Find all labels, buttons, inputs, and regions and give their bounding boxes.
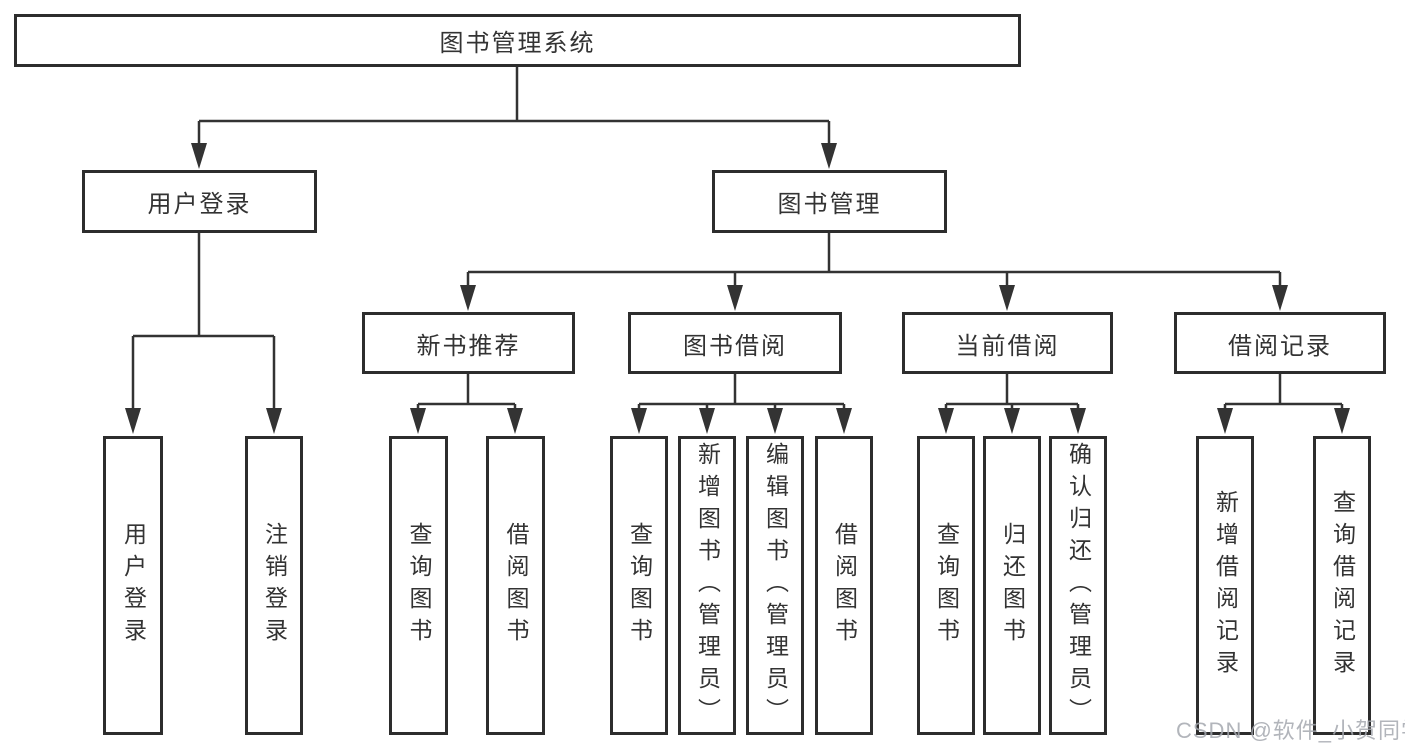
arrow-down-icon xyxy=(767,408,783,434)
edge-current-borrow-to-children xyxy=(938,374,1086,434)
arrow-down-icon xyxy=(410,408,426,434)
arrow-down-icon xyxy=(999,285,1015,311)
arrow-down-icon xyxy=(938,408,954,434)
node-book-borrowing: 图书借阅 xyxy=(628,312,842,374)
leaf-user-login: 用户登录 xyxy=(103,436,163,735)
leaf-borrow-books-borrow: 借阅图书 xyxy=(815,436,873,735)
arrow-down-icon xyxy=(1272,285,1288,311)
arrow-down-icon xyxy=(699,408,715,434)
arrow-down-icon xyxy=(1004,408,1020,434)
leaf-edit-books-admin: 编辑图书（管理员） xyxy=(746,436,804,735)
csdn-watermark: CSDN @软件_小贺同学 xyxy=(1176,718,1405,743)
arrow-down-icon xyxy=(460,285,476,311)
arrow-down-icon xyxy=(631,408,647,434)
leaf-query-books-newbook: 查询图书 xyxy=(389,436,448,735)
leaf-query-borrow-record: 查询借阅记录 xyxy=(1313,436,1371,735)
edge-borrow-records-to-children xyxy=(1217,374,1350,434)
arrow-down-icon xyxy=(266,408,282,434)
leaf-logout: 注销登录 xyxy=(245,436,303,735)
leaf-confirm-return-admin: 确认归还（管理员） xyxy=(1049,436,1107,735)
edge-book-borrow-to-children xyxy=(631,374,852,434)
leaf-add-borrow-record: 新增借阅记录 xyxy=(1196,436,1254,735)
leaf-borrow-books-newbook: 借阅图书 xyxy=(486,436,545,735)
node-library-management-system: 图书管理系统 xyxy=(14,14,1021,67)
edge-root-to-level2 xyxy=(191,67,837,169)
leaf-add-books-admin: 新增图书（管理员） xyxy=(678,436,736,735)
arrow-down-icon xyxy=(1334,408,1350,434)
leaf-return-books: 归还图书 xyxy=(983,436,1041,735)
arrow-down-icon xyxy=(1217,408,1233,434)
edge-user-login-to-children xyxy=(125,233,282,434)
node-new-book-recommendation: 新书推荐 xyxy=(362,312,575,374)
edge-new-book-to-children xyxy=(410,374,523,434)
arrow-down-icon xyxy=(191,143,207,169)
node-user-login-group: 用户登录 xyxy=(82,170,317,233)
edge-book-management-to-level3 xyxy=(460,233,1288,311)
leaf-query-books-borrow: 查询图书 xyxy=(610,436,668,735)
node-borrowing-records: 借阅记录 xyxy=(1174,312,1386,374)
arrow-down-icon xyxy=(727,285,743,311)
arrow-down-icon xyxy=(836,408,852,434)
leaf-query-books-current: 查询图书 xyxy=(917,436,975,735)
arrow-down-icon xyxy=(507,408,523,434)
arrow-down-icon xyxy=(821,143,837,169)
node-book-management: 图书管理 xyxy=(712,170,947,233)
arrow-down-icon xyxy=(125,408,141,434)
node-current-borrowing: 当前借阅 xyxy=(902,312,1113,374)
arrow-down-icon xyxy=(1070,408,1086,434)
